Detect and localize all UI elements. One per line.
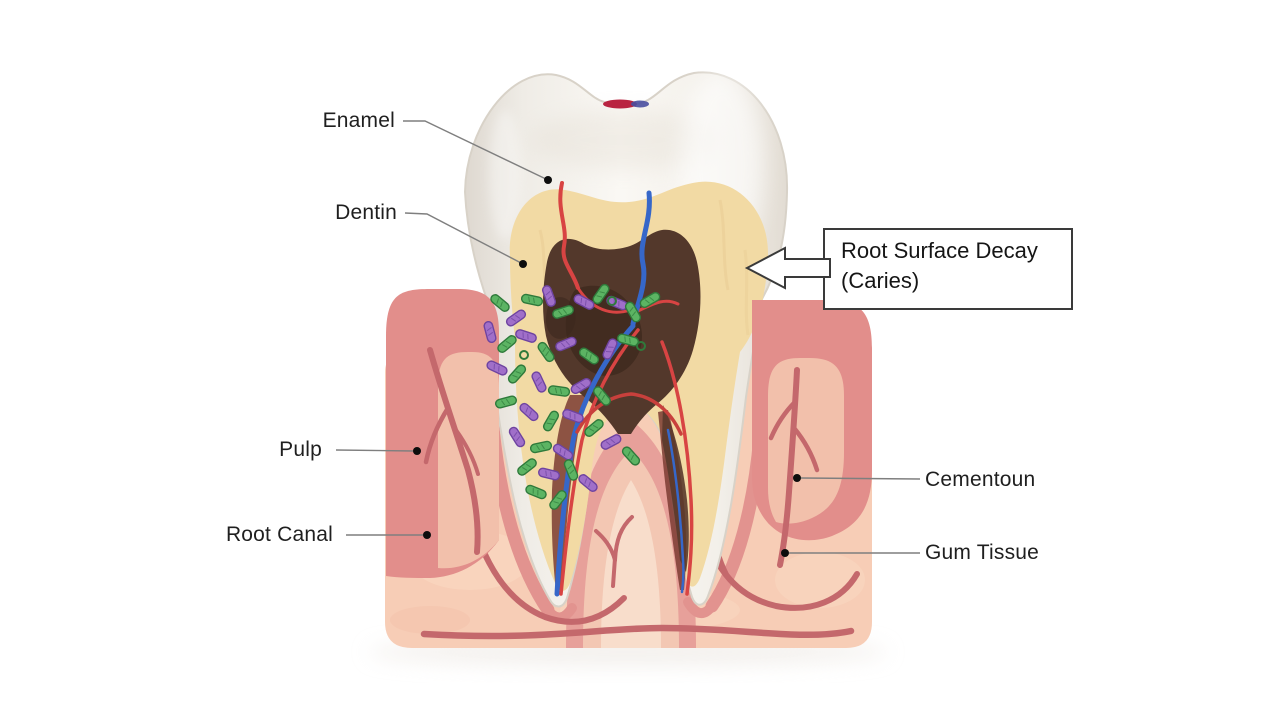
dentin-leader-line — [404, 212, 524, 265]
callout-line2: (Caries) — [841, 268, 920, 293]
occlusal-decay-spot — [603, 99, 649, 109]
gum-arch — [566, 420, 696, 648]
pulp-leader-line — [335, 449, 414, 452]
bacteria-cluster — [483, 283, 661, 510]
root-surface-decay-callout: Root Surface Decay (Caries) — [744, 228, 1073, 310]
gum-left-bump — [386, 289, 499, 578]
cementum-label: Cementoun — [925, 468, 1036, 491]
dentin-label: Dentin — [335, 201, 397, 224]
leader-lines — [335, 120, 921, 554]
pulp-label: Pulp — [279, 438, 322, 461]
leader-dots — [413, 176, 801, 557]
gum-tissue-label: Gum Tissue — [925, 541, 1040, 564]
root-canal-label: Root Canal — [225, 523, 333, 546]
enamel-label: Enamel — [322, 109, 395, 132]
callout-arrow-icon — [744, 246, 831, 290]
enamel-leader-line — [403, 120, 549, 181]
gum-right-bump — [752, 300, 872, 568]
callout-line1: Root Surface Decay — [841, 238, 1038, 263]
cementum-leader-line — [800, 477, 921, 480]
